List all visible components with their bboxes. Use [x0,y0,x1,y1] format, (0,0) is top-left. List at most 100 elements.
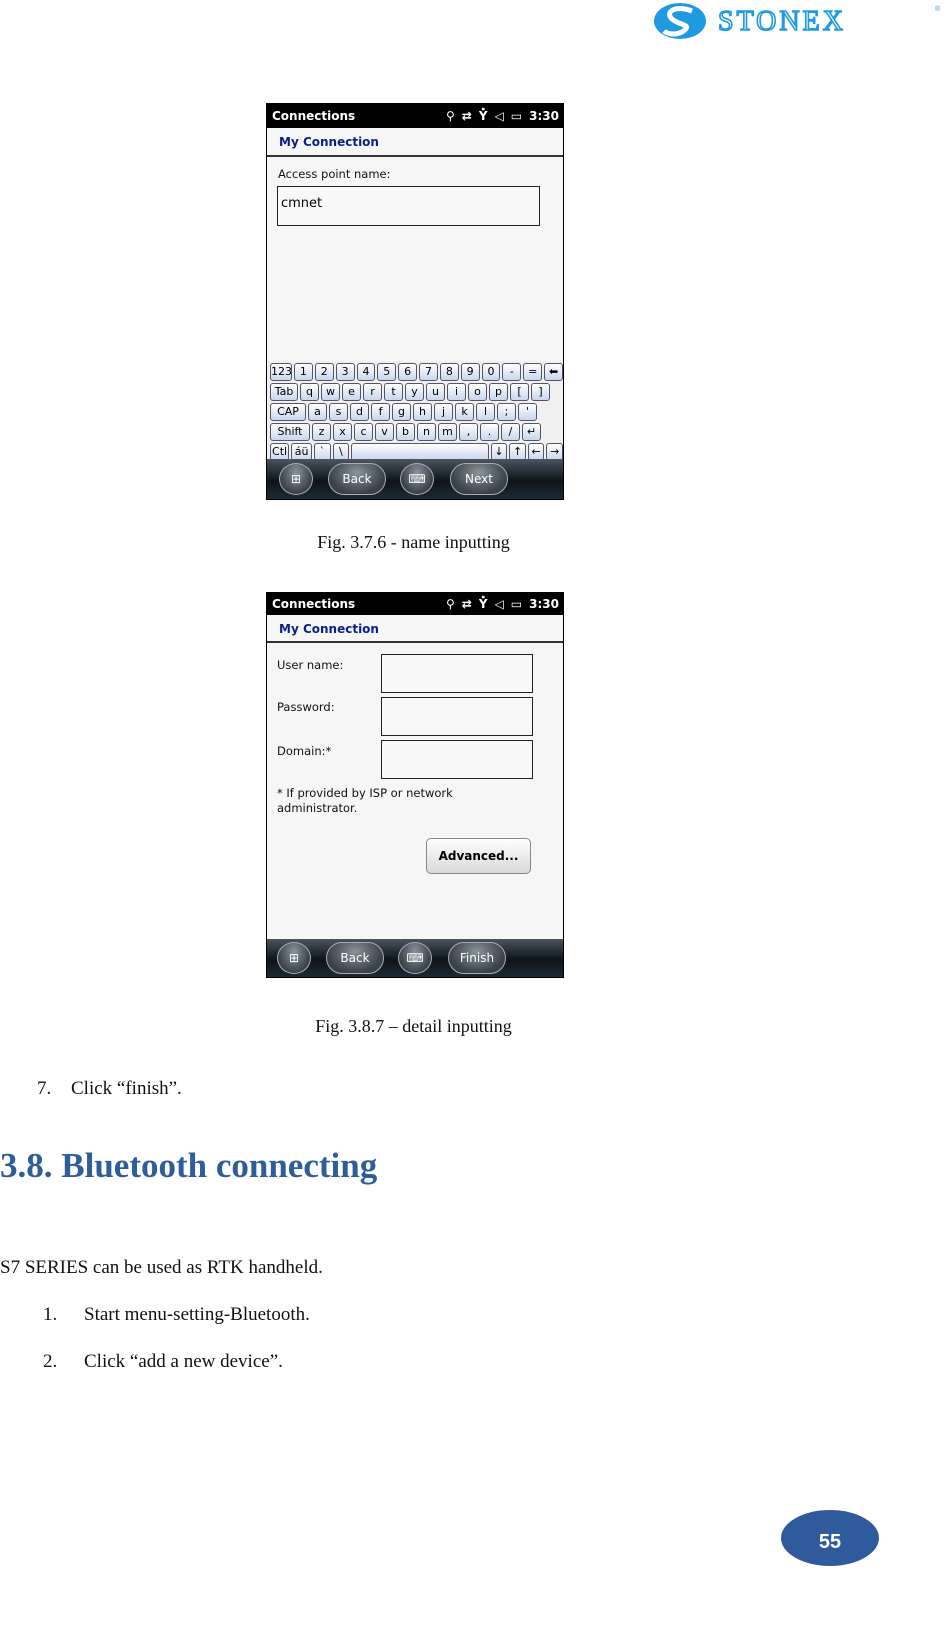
key[interactable]: l [476,403,495,421]
step-number: 7. [37,1078,52,1099]
key[interactable]: d [350,403,369,421]
note-line-1: * If provided by ISP or network [277,786,453,800]
screenshot-name-inputting: Connections ⚲⇄Y̽◁▭3:30 My Connection Acc… [266,103,564,500]
windows-start-button[interactable]: ⊞ [277,942,311,974]
key[interactable]: 8 [439,363,459,381]
finish-button[interactable]: Finish [448,942,506,974]
key[interactable]: Shift [270,423,310,441]
key[interactable]: z [312,423,331,441]
key[interactable]: / [501,423,520,441]
battery-icon: ▭ [510,109,523,123]
page-subtitle: My Connection [267,128,563,157]
key[interactable]: r [363,383,382,401]
key[interactable]: g [392,403,411,421]
next-button[interactable]: Next [450,463,508,495]
intro-text: S7 SERIES can be used as RTK handheld. [0,1257,323,1278]
access-point-input[interactable]: cmnet [277,186,540,226]
key[interactable]: p [489,383,508,401]
key[interactable]: t [384,383,403,401]
key[interactable]: 7 [419,363,438,381]
screenshot-detail-inputting: Connections ⚲⇄Y̽◁▭3:30 My Connection Use… [266,592,564,978]
battery-icon: ▭ [510,597,523,611]
figure-caption: Fig. 3.7.6 - name inputting [317,532,510,552]
key[interactable]: n [417,423,436,441]
step-text: Click “finish”. [71,1078,182,1099]
key[interactable]: , [459,423,478,441]
key[interactable]: ↵ [522,423,541,441]
key[interactable]: ⬅ [544,363,563,381]
key[interactable]: h [413,403,432,421]
key[interactable]: 5 [377,363,397,381]
key[interactable]: x [333,423,352,441]
keyboard-toggle-icon[interactable]: ⌨ [400,463,434,495]
app-title: Connections [272,109,356,123]
key[interactable]: 2 [314,363,334,381]
key[interactable]: 4 [356,363,376,381]
no-signal-icon: Y̽ [478,109,488,123]
sync-icon: ⇄ [461,597,472,611]
sync-icon: ⇄ [461,109,472,123]
key[interactable]: ← [527,443,545,461]
list-item: Start menu-setting-Bluetooth. [84,1304,310,1325]
page-number: 55 [781,1510,879,1566]
advanced-button[interactable]: Advanced... [426,838,531,874]
speaker-icon: ◁ [494,109,504,123]
list-number: 1. [43,1304,58,1325]
key[interactable]: ] [531,383,550,401]
key[interactable]: ; [497,403,516,421]
domain-input[interactable] [381,740,533,779]
key[interactable]: CAP [270,403,306,421]
key[interactable]: u [426,383,445,401]
key[interactable]: q [300,383,319,401]
key[interactable]: = [523,363,543,381]
figure-caption: Fig. 3.8.7 – detail inputting [315,1016,512,1036]
key[interactable]: e [342,383,361,401]
key[interactable]: k [455,403,474,421]
key[interactable]: v [375,423,394,441]
key[interactable]: ' [518,403,537,421]
user-name-input[interactable] [381,654,533,693]
clock: 3:30 [529,597,559,611]
key[interactable]: b [396,423,415,441]
page-subtitle: My Connection [267,615,563,643]
key[interactable]: o [468,383,487,401]
list-item: Click “add a new device”. [84,1351,283,1372]
list-number: 2. [43,1351,58,1372]
key[interactable]: s [329,403,348,421]
key[interactable]: j [434,403,453,421]
back-button[interactable]: Back [328,463,386,495]
svg-text:®: ® [935,5,941,13]
key[interactable]: 9 [460,363,480,381]
keyboard-toggle-icon[interactable]: ⌨ [398,942,432,974]
back-button[interactable]: Back [326,942,384,974]
key[interactable]: m [438,423,457,441]
note-line-2: administrator. [277,801,358,815]
key[interactable]: 123 [270,363,292,381]
key[interactable]: Tab [270,383,298,401]
key[interactable]: f [371,403,390,421]
key[interactable]: y [405,383,424,401]
antenna-icon: ⚲ [446,109,455,123]
key[interactable]: [ [510,383,529,401]
password-input[interactable] [381,697,533,736]
key[interactable]: . [480,423,499,441]
key[interactable]: 0 [481,363,501,381]
key[interactable]: w [321,383,340,401]
key[interactable]: - [502,363,522,381]
access-point-label: Access point name: [278,167,391,181]
windows-start-button[interactable]: ⊞ [279,463,313,495]
key[interactable]: 3 [335,363,355,381]
key[interactable]: a [308,403,327,421]
key[interactable]: c [354,423,373,441]
key[interactable]: i [447,383,466,401]
key[interactable]: 6 [398,363,418,381]
key[interactable]: 1 [294,363,313,381]
antenna-icon: ⚲ [446,597,455,611]
speaker-icon: ◁ [494,597,504,611]
